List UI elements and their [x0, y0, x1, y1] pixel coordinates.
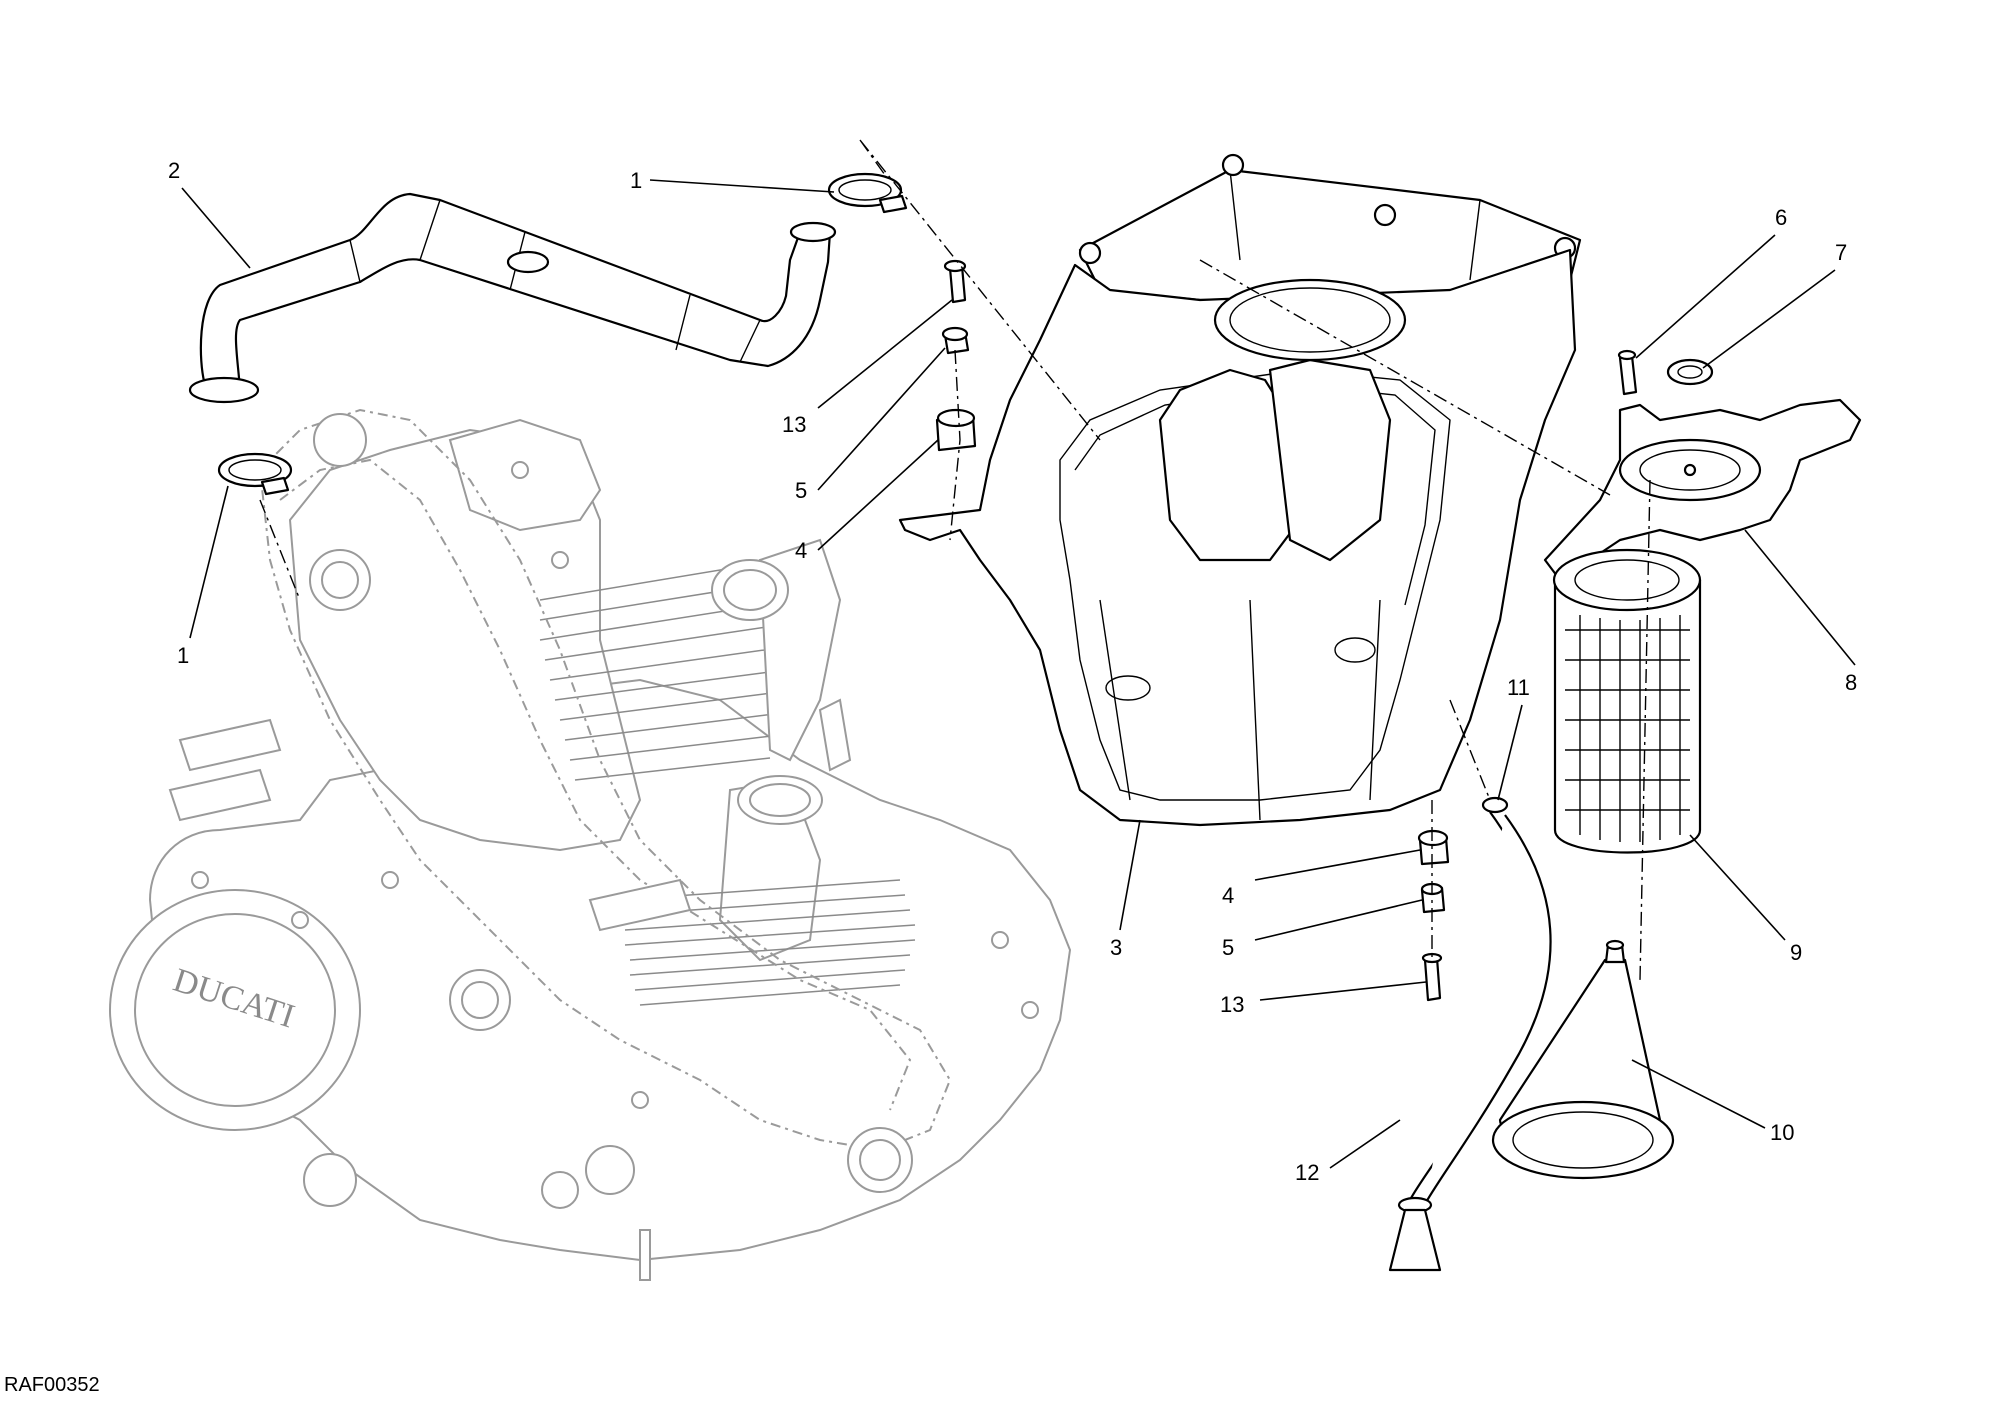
drain-tube: [1388, 796, 1552, 1272]
mount-bolt-stack-lower: [1417, 829, 1450, 1002]
callout-4-lower: 4: [1222, 883, 1234, 908]
breather-hose: [188, 192, 837, 404]
intake-funnel: [1491, 939, 1675, 1180]
airbox: [898, 153, 1582, 827]
callout-2: 2: [168, 158, 180, 183]
callout-6: 6: [1775, 205, 1787, 230]
callout-5-upper: 5: [795, 478, 807, 503]
callout-7: 7: [1835, 240, 1847, 265]
callout-10: 10: [1770, 1120, 1794, 1145]
callout-13-upper: 13: [782, 412, 806, 437]
air-filter-element: [1552, 548, 1702, 854]
callout-9: 9: [1790, 940, 1802, 965]
callout-1-upper-clamp: 1: [630, 168, 642, 193]
callout-5-lower: 5: [1222, 935, 1234, 960]
hose-clamp-upper: [827, 172, 908, 214]
callout-13-lower: 13: [1220, 992, 1244, 1017]
hose-clamp-lower: [217, 452, 293, 496]
callout-1-lower-clamp: 1: [177, 643, 189, 668]
callout-labels: 2 1 1 13 5 4 6 7 8 11 3 4 5 13 9 10 12: [168, 158, 1857, 1185]
mount-bolt-stack-upper: [935, 259, 977, 452]
callout-12: 12: [1295, 1160, 1319, 1185]
assembly-axis-lines: [259, 139, 1651, 981]
engine-illustration: DUCATI: [109, 408, 1072, 1281]
filter-cover-bracket: [1543, 349, 1862, 582]
callout-4-upper: 4: [795, 538, 807, 563]
drawing-code: RAF00352: [4, 1374, 100, 1396]
callout-8: 8: [1845, 670, 1857, 695]
callout-leaders: [181, 179, 1856, 1169]
callout-3: 3: [1110, 935, 1122, 960]
callout-11: 11: [1507, 675, 1530, 700]
